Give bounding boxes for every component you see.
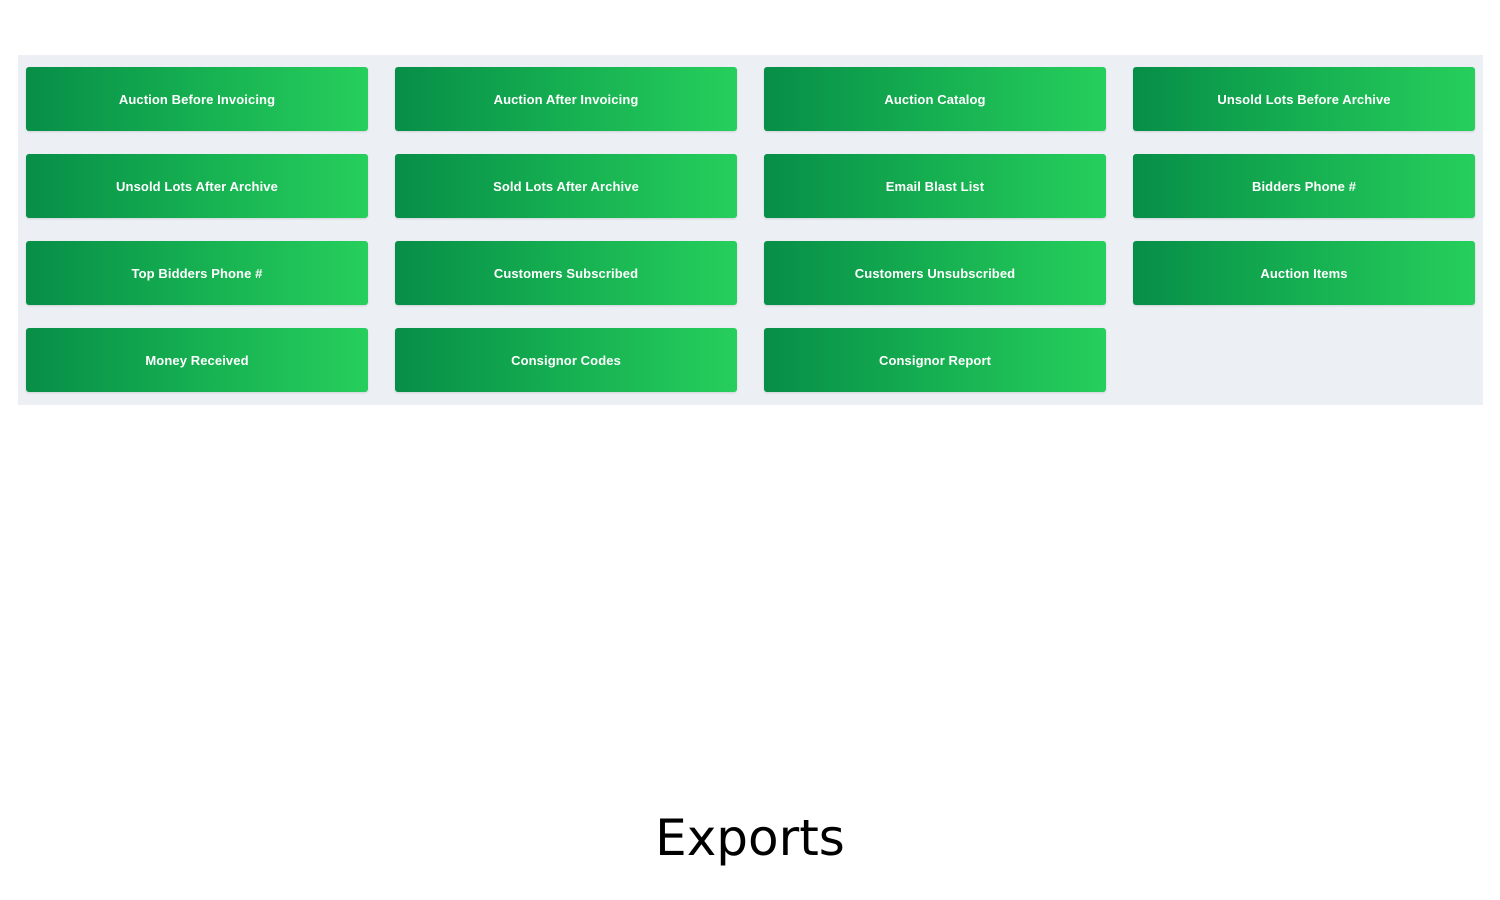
- consignor-report-button[interactable]: Consignor Report: [764, 328, 1106, 392]
- sold-lots-after-archive-button[interactable]: Sold Lots After Archive: [395, 154, 737, 218]
- button-label: Unsold Lots Before Archive: [1217, 91, 1391, 107]
- money-received-button[interactable]: Money Received: [26, 328, 368, 392]
- unsold-lots-before-archive-button[interactable]: Unsold Lots Before Archive: [1133, 67, 1475, 131]
- page-title: Exports: [655, 809, 845, 867]
- button-label: Unsold Lots After Archive: [116, 178, 278, 194]
- button-label: Customers Subscribed: [493, 265, 639, 281]
- button-label: Auction Items: [1260, 265, 1348, 281]
- button-label: Consignor Codes: [511, 352, 621, 368]
- button-label: Customers Unsubscribed: [854, 265, 1016, 281]
- export-buttons-panel: Auction Before Invoicing Auction After I…: [18, 55, 1483, 405]
- bidders-phone-button[interactable]: Bidders Phone #: [1133, 154, 1475, 218]
- button-label: Sold Lots After Archive: [493, 178, 639, 194]
- auction-items-button[interactable]: Auction Items: [1133, 241, 1475, 305]
- auction-catalog-button[interactable]: Auction Catalog: [764, 67, 1106, 131]
- button-label: Auction After Invoicing: [493, 91, 639, 107]
- customers-unsubscribed-button[interactable]: Customers Unsubscribed: [764, 241, 1106, 305]
- button-label: Auction Before Invoicing: [118, 91, 276, 107]
- export-buttons-grid: Auction Before Invoicing Auction After I…: [26, 67, 1475, 392]
- top-bidders-phone-button[interactable]: Top Bidders Phone #: [26, 241, 368, 305]
- button-label: Consignor Report: [878, 352, 992, 368]
- customers-subscribed-button[interactable]: Customers Subscribed: [395, 241, 737, 305]
- button-label: Auction Catalog: [884, 91, 986, 107]
- unsold-lots-after-archive-button[interactable]: Unsold Lots After Archive: [26, 154, 368, 218]
- button-label: Email Blast List: [885, 178, 985, 194]
- email-blast-list-button[interactable]: Email Blast List: [764, 154, 1106, 218]
- button-label: Top Bidders Phone #: [131, 265, 263, 281]
- consignor-codes-button[interactable]: Consignor Codes: [395, 328, 737, 392]
- button-label: Money Received: [145, 352, 249, 368]
- auction-after-invoicing-button[interactable]: Auction After Invoicing: [395, 67, 737, 131]
- auction-before-invoicing-button[interactable]: Auction Before Invoicing: [26, 67, 368, 131]
- button-label: Bidders Phone #: [1251, 178, 1357, 194]
